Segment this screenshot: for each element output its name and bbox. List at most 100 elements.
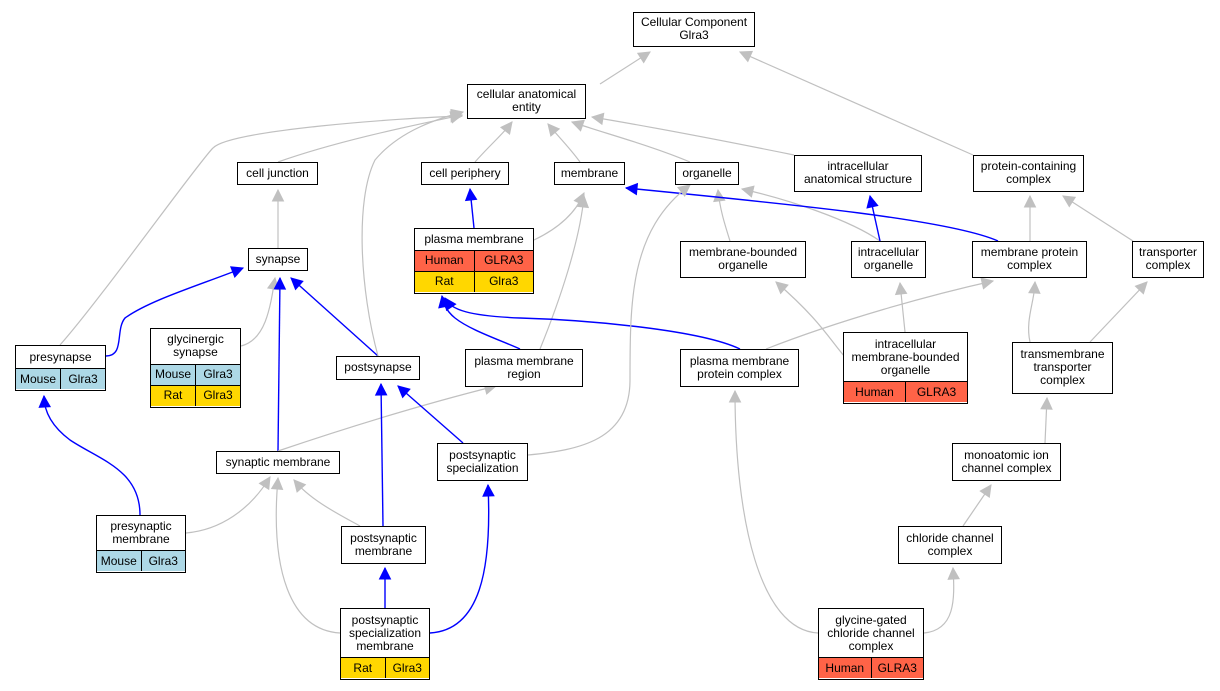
annotation-species: Mouse <box>97 551 141 572</box>
node-plasma-membrane-region[interactable]: plasma membrane region <box>465 349 583 387</box>
node-synapse[interactable]: synapse <box>248 248 308 271</box>
node-monoatomic-ion-channel-complex[interactable]: monoatomic ion channel complex <box>952 443 1061 481</box>
node-label: Cellular Component Glra3 <box>640 15 748 43</box>
node-membrane-protein-complex[interactable]: membrane protein complex <box>972 241 1087 278</box>
is-a-edge <box>775 281 846 358</box>
node-label: synaptic membrane <box>225 454 331 469</box>
node-chloride-channel-complex[interactable]: chloride channel complex <box>898 526 1002 564</box>
node-cell-junction[interactable]: cell junction <box>237 162 318 185</box>
edge-arrowhead <box>624 182 639 196</box>
is-a-edge <box>1062 195 1134 242</box>
edge-arrowhead <box>713 188 726 203</box>
edge-arrowhead <box>740 185 755 198</box>
annotation-gene: Glra3 <box>473 271 533 292</box>
edge-arrowhead <box>547 123 561 137</box>
edge-arrowhead <box>293 479 307 493</box>
node-protein-containing-complex[interactable]: protein-containing complex <box>973 155 1084 192</box>
is-a-edge <box>741 188 881 242</box>
node-intracellular-anatomical-structure[interactable]: intracellular anatomical structure <box>794 155 922 192</box>
is-a-edge <box>1089 281 1148 343</box>
node-label: postsynaptic membrane <box>350 530 417 558</box>
edge-arrowhead <box>1023 194 1037 208</box>
part-of-edge <box>397 385 464 444</box>
node-intracellular-membrane-bounded-organelle[interactable]: intracellular membrane-bounded organelle… <box>843 332 968 404</box>
annotation-gene: GLRA3 <box>473 250 533 271</box>
node-cell-periphery[interactable]: cell periphery <box>421 162 509 185</box>
node-transmembrane-transporter-complex[interactable]: transmembrane transporter complex <box>1012 342 1113 394</box>
edge-arrowhead <box>1134 281 1148 295</box>
node-label: protein-containing complex <box>980 159 1077 187</box>
node-membrane-bounded-organelle[interactable]: membrane-bounded organelle <box>680 241 806 278</box>
edge-arrowhead <box>894 281 908 296</box>
node-label: postsynapse <box>344 360 412 375</box>
node-postsynapse[interactable]: postsynapse <box>336 356 420 380</box>
is-a-edge <box>277 114 463 163</box>
node-transporter-complex[interactable]: transporter complex <box>1132 241 1204 278</box>
is-a-edge <box>293 479 361 527</box>
is-a-edge <box>59 115 463 346</box>
edge-arrowhead <box>374 382 388 396</box>
node-organelle[interactable]: organelle <box>675 162 739 185</box>
node-label: membrane protein complex <box>980 245 1079 273</box>
part-of-edge <box>290 277 379 357</box>
node-postsynaptic-specialization[interactable]: postsynaptic specialization <box>437 443 528 481</box>
node-cellular-component-glra3[interactable]: Cellular Component Glra3 <box>633 12 755 47</box>
node-label: chloride channel complex <box>906 530 994 558</box>
edge-arrowhead <box>273 276 287 290</box>
node-label: transmembrane transporter complex <box>1020 347 1105 388</box>
annotation-species: Human <box>415 250 474 271</box>
edge-arrowhead <box>980 277 995 290</box>
edge-arrowhead <box>738 50 754 63</box>
edge-arrowhead <box>290 277 304 291</box>
node-postsynaptic-membrane[interactable]: postsynaptic membrane <box>341 526 426 564</box>
edge-arrowhead <box>444 297 457 312</box>
node-label: postsynaptic specialization <box>446 447 519 475</box>
node-cellular-anatomical-entity[interactable]: cellular anatomical entity <box>467 84 586 119</box>
node-label: monoatomic ion channel complex <box>961 447 1052 475</box>
node-label: intracellular organelle <box>857 245 920 273</box>
edge-arrowhead <box>271 188 285 202</box>
edge-arrowhead <box>450 108 465 122</box>
node-label: glycine-gated chloride channel complex <box>827 612 915 653</box>
is-a-edge <box>527 184 691 456</box>
annotation-species: Rat <box>415 271 474 292</box>
node-synaptic-membrane[interactable]: synaptic membrane <box>216 451 340 474</box>
node-label: cell periphery <box>429 165 501 180</box>
node-plasma-membrane-protein-complex[interactable]: plasma membrane protein complex <box>680 349 799 387</box>
is-a-edge <box>185 476 271 534</box>
edge-arrowhead <box>677 184 691 198</box>
node-membrane[interactable]: membrane <box>554 162 625 185</box>
node-label: cell junction <box>246 165 309 180</box>
part-of-edge <box>380 383 384 527</box>
is-a-edge <box>277 385 497 452</box>
annotation-species: Rat <box>151 385 195 406</box>
edge-arrowhead <box>397 385 411 399</box>
node-label: plasma membrane <box>424 231 524 246</box>
node-label: synapse <box>255 251 301 266</box>
node-label: glycinergic synapse <box>167 332 224 360</box>
is-a-edge <box>739 51 974 156</box>
annotation-gene: Glra3 <box>60 369 105 390</box>
edge-arrowhead <box>979 484 992 499</box>
node-label: membrane <box>560 165 619 180</box>
node-label: presynaptic membrane <box>110 519 172 547</box>
is-a-edge <box>539 195 585 350</box>
part-of-edge <box>429 484 490 634</box>
node-intracellular-organelle[interactable]: intracellular organelle <box>851 241 926 278</box>
node-label: intracellular anatomical structure <box>803 159 913 187</box>
